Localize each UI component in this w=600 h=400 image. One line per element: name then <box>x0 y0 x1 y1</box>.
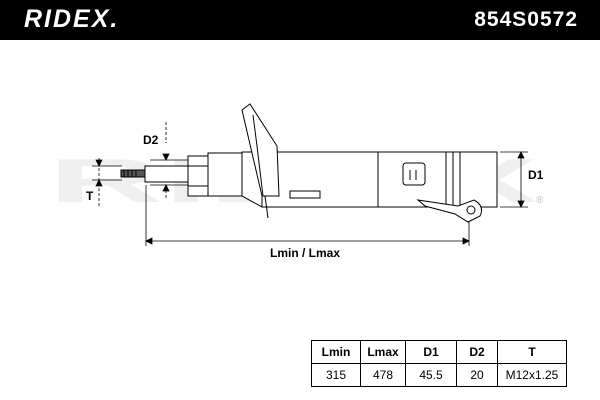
part-number: 854S0572 <box>474 8 578 31</box>
spec-value-d1: 45.5 <box>405 363 457 387</box>
d1-dimension <box>500 151 528 208</box>
spec-value-row: 315 478 45.5 20 M12x1.25 <box>311 363 567 387</box>
d1-label: D1 <box>528 168 544 182</box>
spec-value-lmin: 315 <box>311 363 361 387</box>
spec-value-d2: 20 <box>456 363 498 387</box>
spec-value-lmax: 478 <box>360 363 406 387</box>
spec-header-lmin: Lmin <box>311 340 361 364</box>
d2-label: D2 <box>143 133 159 147</box>
spec-value-t: M12x1.25 <box>497 363 567 387</box>
length-label: Lmin / Lmax <box>270 246 340 260</box>
t-dimension <box>92 158 122 207</box>
shock-absorber-diagram: RIDEX D2 T D1 Lmin / Lmax <box>48 103 544 260</box>
spec-header-d2: D2 <box>456 340 498 364</box>
strut-body <box>120 103 498 223</box>
spec-header-d1: D1 <box>405 340 457 364</box>
spec-header-lmax: Lmax <box>360 340 406 364</box>
t-label: T <box>86 189 94 203</box>
length-dimension <box>145 185 470 246</box>
spec-table: Lmin Lmax D1 D2 T 315 478 45.5 20 M12x1.… <box>311 340 567 387</box>
spec-header-t: T <box>497 340 567 364</box>
brand-logo: RIDEX. <box>24 5 120 33</box>
header-bar: RIDEX. 854S0572 <box>0 0 600 40</box>
registered-mark: ® <box>536 195 544 206</box>
spec-header-row: Lmin Lmax D1 D2 T <box>311 340 567 364</box>
